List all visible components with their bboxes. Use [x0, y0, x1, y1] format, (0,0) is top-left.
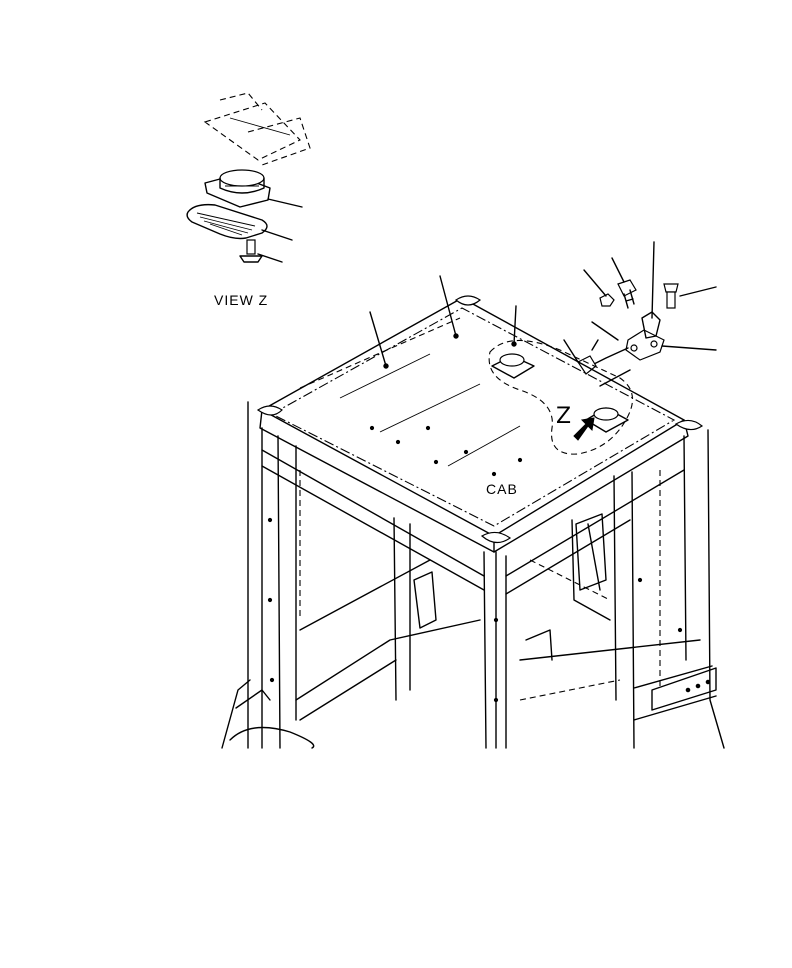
roof-speaker-left [491, 353, 535, 379]
view-z-grille [186, 203, 268, 240]
view-z-arrow-icon [573, 417, 595, 441]
speaker-zone-outline [488, 339, 634, 455]
roof-fasteners [369, 333, 523, 477]
roof-corner-cap [674, 419, 704, 431]
view-z-screw [239, 239, 263, 263]
view-z-label: VIEW Z [214, 292, 269, 308]
cab-frame [221, 401, 725, 749]
cab-roof [256, 275, 704, 553]
roof-speaker-right [585, 407, 629, 433]
antenna-hardware [563, 241, 717, 387]
view-z-detail [186, 92, 311, 263]
nut-part [599, 293, 615, 307]
antenna-mast [651, 241, 655, 319]
screw-part [663, 283, 679, 309]
roof-corner-cap [480, 531, 512, 544]
view-z-bracket [203, 92, 311, 166]
cab-label: CAB [486, 481, 518, 497]
view-direction-letter: Z [556, 404, 572, 429]
antenna-bracket [625, 311, 665, 361]
roof-corner-cap [454, 295, 482, 306]
bolt-part [617, 279, 637, 309]
view-z-speaker [204, 169, 271, 208]
roof-corner-cap [256, 405, 283, 416]
